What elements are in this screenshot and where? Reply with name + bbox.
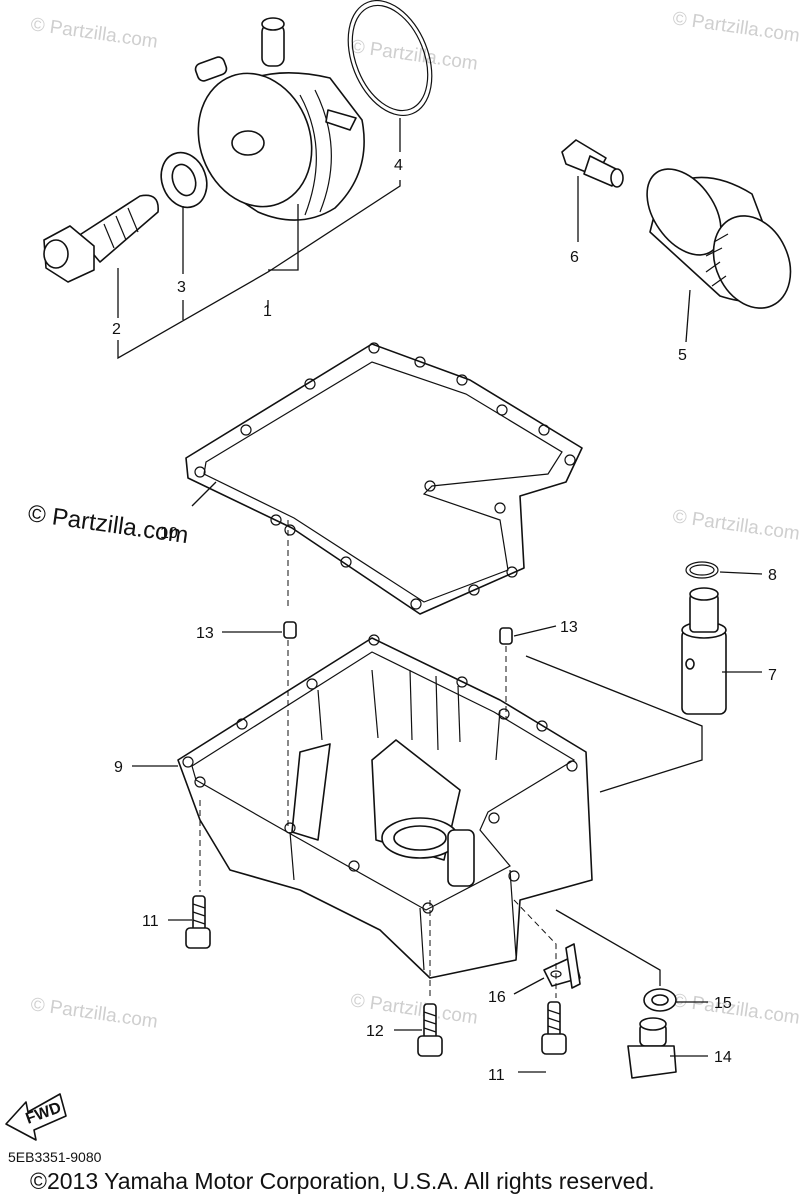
callout-11-left: 11 xyxy=(142,913,159,930)
forward-direction-arrow: FWD xyxy=(5,1093,67,1141)
oil-pan-gasket xyxy=(185,342,583,615)
bracket xyxy=(543,943,581,989)
o-ring-large xyxy=(347,0,433,117)
callout-8: 8 xyxy=(768,567,777,584)
callout-6: 6 xyxy=(570,249,579,266)
drain-bolt xyxy=(627,1017,677,1079)
watermark: © Partzilla.com xyxy=(671,506,800,545)
union-bolt xyxy=(43,194,159,283)
bolt-right xyxy=(541,1001,567,1055)
callout-15: 15 xyxy=(714,995,732,1012)
o-ring-small xyxy=(685,561,719,579)
watermark: © Partzilla.com xyxy=(29,14,159,53)
callout-7: 7 xyxy=(768,667,777,684)
callout-10: 10 xyxy=(160,525,178,542)
callout-13-right: 13 xyxy=(560,619,578,636)
watermark: © Partzilla.com xyxy=(29,994,159,1033)
washer xyxy=(160,151,208,209)
callout-9: 9 xyxy=(114,759,123,776)
watermark: © Partzilla.com xyxy=(671,8,800,47)
callout-numbers: 1 2 3 4 5 6 7 8 9 10 11 11 12 13 13 14 1… xyxy=(112,157,777,1084)
drain-washer xyxy=(643,988,677,1012)
watermark: © Partzilla.com xyxy=(671,990,800,1029)
oil-strainer xyxy=(681,587,727,715)
diagram-code: 5EB3351-9080 xyxy=(8,1149,102,1165)
oil-cooler xyxy=(194,17,365,221)
callout-16: 16 xyxy=(488,989,506,1006)
callout-13-left: 13 xyxy=(196,625,214,642)
bolt-center xyxy=(417,1003,443,1057)
fitting xyxy=(561,139,624,188)
callout-2: 2 xyxy=(112,321,121,338)
bolt-left xyxy=(185,895,211,949)
callout-1: 1 xyxy=(263,303,272,320)
callout-5: 5 xyxy=(678,347,687,364)
dowel-pins xyxy=(283,621,513,645)
watermark: © Partzilla.com xyxy=(349,36,479,75)
copyright-notice: ©2013 Yamaha Motor Corporation, U.S.A. A… xyxy=(30,1168,655,1194)
callout-4: 4 xyxy=(394,157,403,174)
callout-3: 3 xyxy=(177,279,186,296)
callout-11-right: 11 xyxy=(488,1067,505,1084)
leader-lines xyxy=(117,118,763,1073)
oil-pan xyxy=(177,634,593,979)
callout-12: 12 xyxy=(366,1023,384,1040)
oil-filter xyxy=(646,168,792,309)
callout-14: 14 xyxy=(714,1049,732,1066)
